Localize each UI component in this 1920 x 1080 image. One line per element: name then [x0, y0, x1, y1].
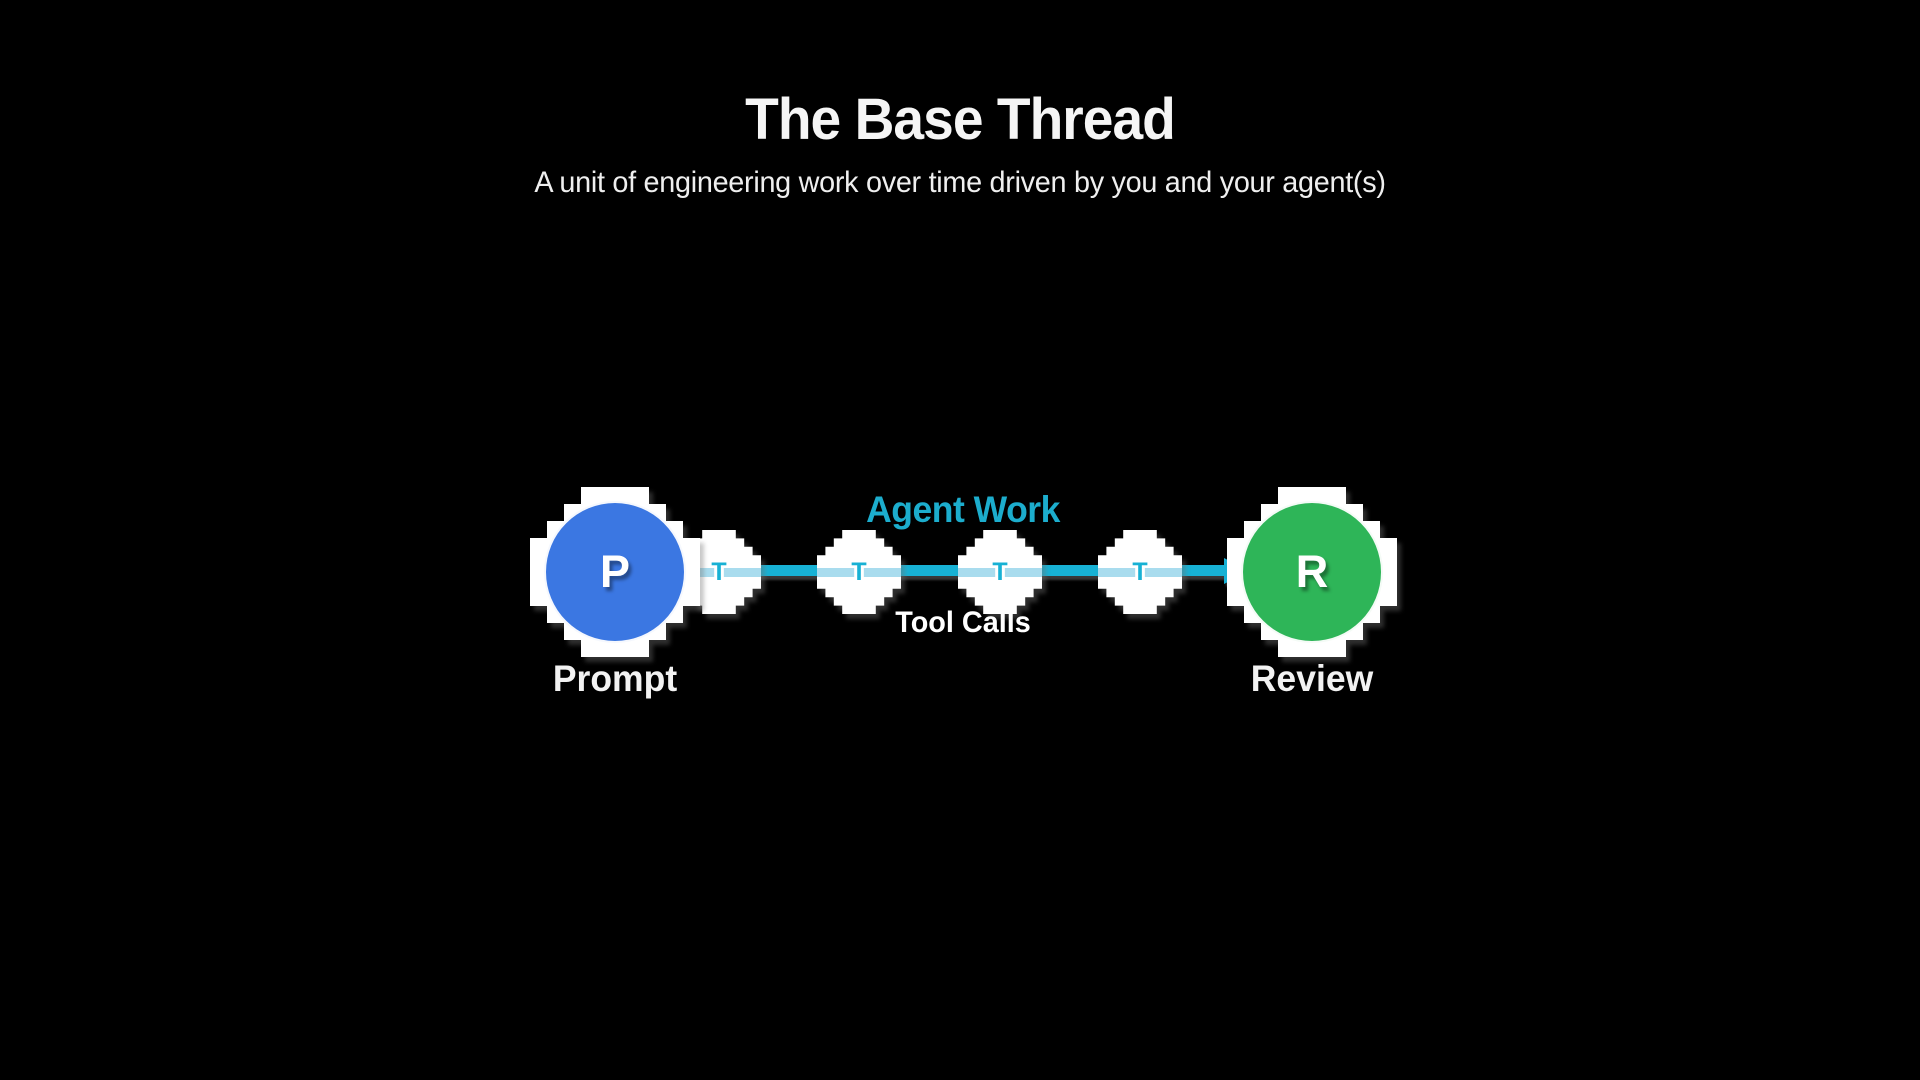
- tool-line-segment: [817, 568, 901, 577]
- tool-call-letter: T: [711, 557, 727, 586]
- prompt-letter: P: [599, 546, 630, 597]
- page-subtitle: A unit of engineering work over time dri…: [534, 166, 1386, 199]
- tool-line-segment: [1098, 568, 1182, 577]
- tool-call-letter: T: [851, 557, 867, 586]
- review-circle: R: [1241, 501, 1383, 643]
- tool-calls-label: Tool Calls: [895, 606, 1031, 639]
- tool-call-icon: T: [958, 530, 1042, 614]
- prompt-node: P: [530, 487, 700, 657]
- review-node: R: [1227, 487, 1397, 657]
- tool-call-node: T: [1098, 530, 1182, 614]
- prompt-label: Prompt: [552, 658, 678, 699]
- tool-call-node: T: [958, 530, 1042, 614]
- tool-call-icon: T: [1098, 530, 1182, 614]
- prompt-circle: P: [544, 501, 686, 643]
- review-label: Review: [1250, 658, 1374, 699]
- tool-line-segment: [958, 568, 1042, 577]
- tool-call-letter: T: [1132, 557, 1148, 586]
- tool-call-icon: T: [817, 530, 901, 614]
- agent-work-line: [682, 565, 1228, 576]
- tool-call-letter: T: [992, 557, 1008, 586]
- review-letter: R: [1295, 546, 1329, 597]
- page-title: The Base Thread: [745, 87, 1176, 152]
- review-node-glow: R: [1227, 487, 1397, 657]
- tool-call-node: T: [817, 530, 901, 614]
- agent-work-label: Agent Work: [866, 489, 1060, 530]
- tool-line-segment: [677, 568, 761, 577]
